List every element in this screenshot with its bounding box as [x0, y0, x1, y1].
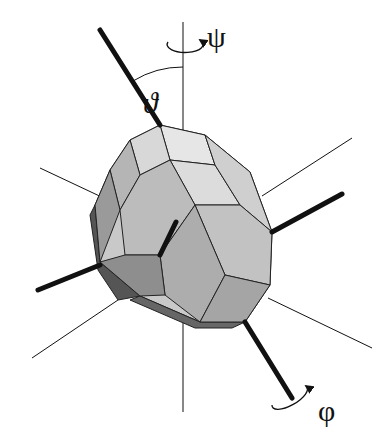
angle-symbol: ψ [207, 22, 226, 52]
angle-symbol: φ [318, 396, 335, 426]
rotation-arrow [272, 386, 308, 409]
rotation-arrow [167, 40, 203, 52]
angle-symbol: ϑ [143, 88, 158, 118]
polyhedron [90, 125, 272, 328]
thick-axes [38, 30, 342, 398]
thin-axes [32, 22, 372, 412]
angle-arc [133, 67, 183, 81]
